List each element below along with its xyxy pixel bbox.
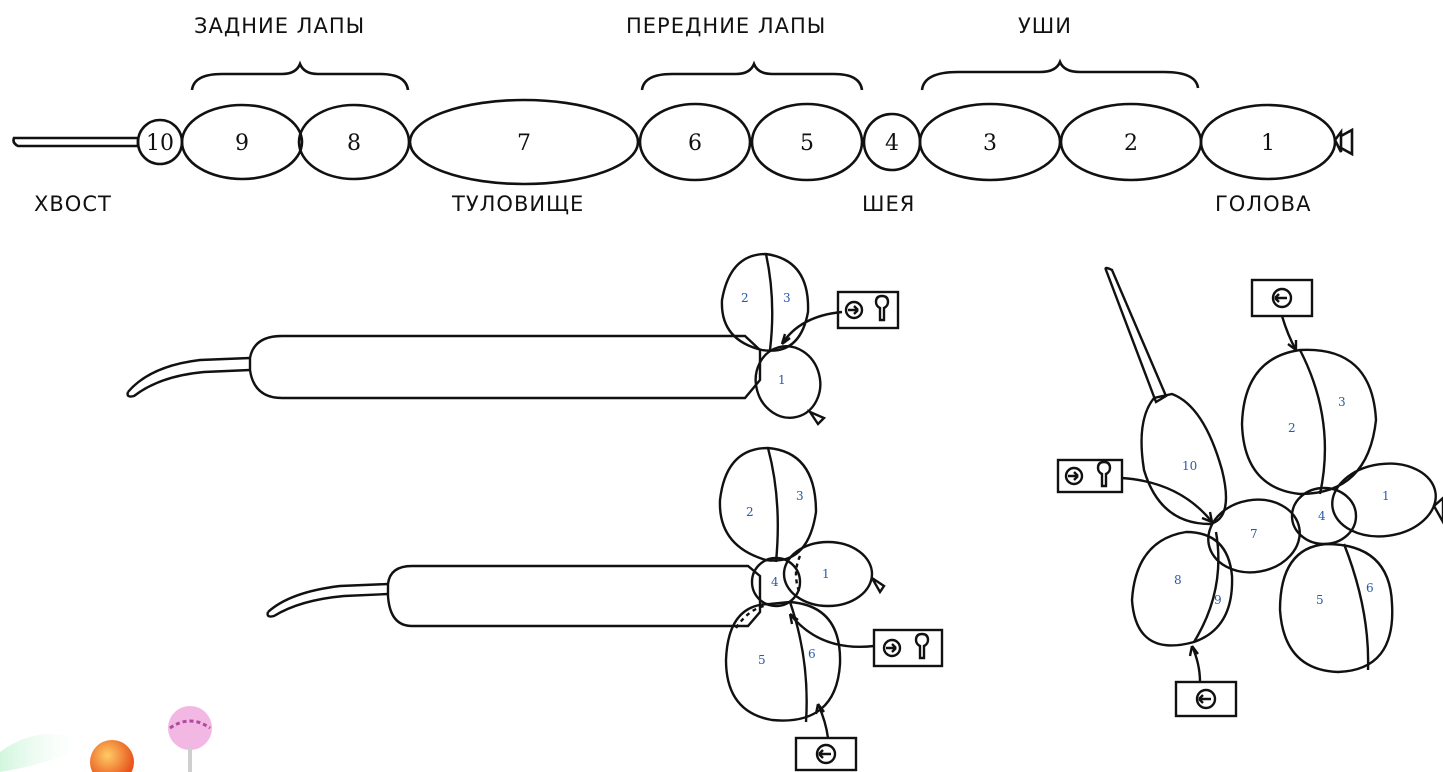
ear-bubble (1240, 348, 1378, 496)
twist-lock-icon (1056, 458, 1124, 494)
bubble-number: 5 (758, 653, 766, 667)
twist-icon (1174, 680, 1238, 718)
bubble-number: 1 (1382, 489, 1390, 503)
head-bubble (1331, 462, 1437, 538)
segment-6 (638, 102, 752, 182)
pointer-arrow (789, 613, 875, 648)
bubble-number: 4 (1318, 509, 1326, 523)
segment-number: 2 (1124, 131, 1138, 156)
segment-number: 7 (517, 131, 531, 156)
bubble-number: 5 (1316, 593, 1324, 607)
bubble-number: 4 (771, 575, 779, 589)
leg-bubble (1278, 542, 1394, 674)
segment-number: 4 (885, 131, 899, 156)
segment-number: 5 (800, 131, 814, 156)
brace-ears (920, 58, 1200, 91)
bubble-number: 2 (741, 291, 749, 305)
bubble-number: 3 (796, 489, 804, 503)
segment-number: 3 (983, 131, 997, 156)
bubble-number: 10 (1182, 459, 1197, 473)
segment-number: 9 (235, 131, 249, 156)
label-head: ГОЛОВА (1215, 192, 1312, 216)
brace-front-legs (640, 60, 864, 91)
tail-bubble (1140, 392, 1228, 526)
twist-lock-icon (836, 290, 900, 330)
label-hind-legs: ЗАДНИЕ ЛАПЫ (194, 14, 366, 38)
bubble-number: 3 (783, 291, 791, 305)
long-body (248, 334, 762, 400)
tail-curve (267, 582, 389, 613)
bubble-number: 2 (1288, 421, 1296, 435)
segment-number: 1 (1261, 131, 1275, 156)
label-neck: ШЕЯ (862, 192, 916, 216)
brace-hind-legs (190, 60, 410, 91)
segment-strip: 10 9 8 7 6 5 4 3 2 1 (12, 58, 1354, 186)
bubble-number: 6 (808, 647, 816, 661)
tail-stem (12, 136, 140, 148)
label-body: ТУЛОВИЩЕ (452, 192, 585, 216)
bubble-number: 9 (1214, 593, 1222, 607)
segment-7 (408, 98, 640, 186)
ear-bubble (720, 252, 810, 352)
twist-lock-icon (872, 628, 944, 668)
head-bubble (754, 345, 822, 419)
bubble-number: 7 (1250, 527, 1258, 541)
neck-bubble (750, 556, 802, 608)
segment-5 (750, 102, 864, 182)
segment-9 (180, 103, 304, 181)
bubble-number: 6 (1366, 581, 1374, 595)
long-body (386, 564, 762, 628)
label-front-legs: ПЕРЕДНИЕ ЛАПЫ (626, 14, 827, 38)
body-bubble (1207, 498, 1301, 574)
segment-number: 10 (146, 131, 174, 156)
bubble-number: 1 (822, 567, 830, 581)
bubble-number: 1 (778, 373, 786, 387)
leg-bubble (724, 600, 842, 722)
bubble-number: 2 (746, 505, 754, 519)
segment-number: 6 (688, 131, 702, 156)
twist-icon (794, 736, 858, 772)
tail-curve (127, 356, 251, 393)
label-tail: ХВОСТ (34, 192, 112, 216)
candy-decoration (0, 706, 212, 772)
head-bubble (782, 540, 874, 608)
bubble-number: 8 (1174, 573, 1182, 587)
leg-bubble (1130, 530, 1234, 647)
pointer-arrow (1121, 476, 1213, 523)
bubble-number: 3 (1338, 395, 1346, 409)
segment-number: 8 (347, 131, 361, 156)
pointer-arrow (780, 310, 843, 345)
label-ears: УШИ (1018, 14, 1072, 38)
tail-stick (1104, 266, 1168, 404)
knot-icon (1333, 127, 1354, 157)
